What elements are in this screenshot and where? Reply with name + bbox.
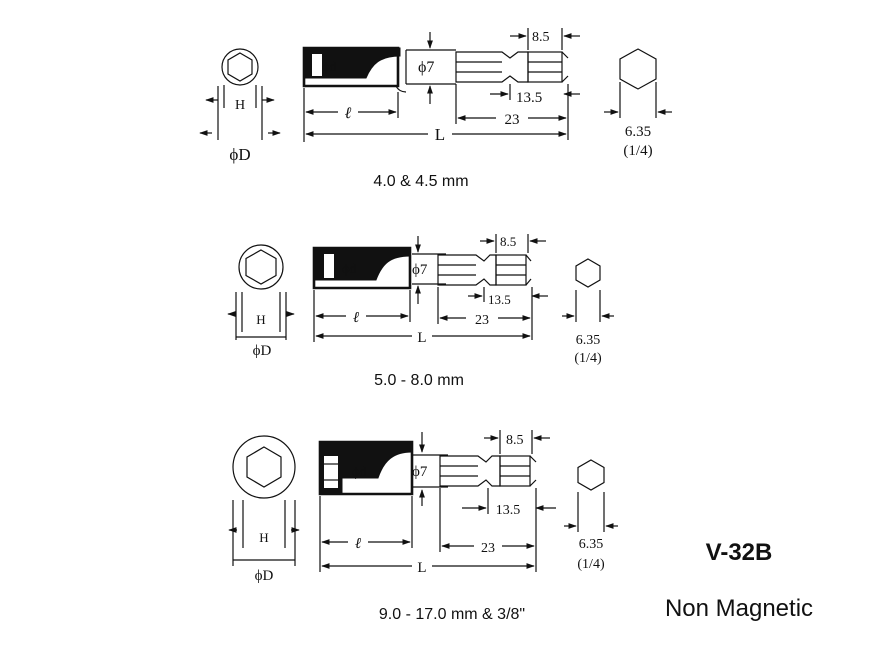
hex-6-35-label: 6.35 — [625, 124, 651, 140]
hex-1-4-label: (1/4) — [577, 557, 605, 572]
hex-1-4-label: (1/4) — [574, 351, 602, 366]
hex-end-view: 6.35 (1/4) — [562, 258, 614, 366]
length-L-label: L — [435, 125, 445, 144]
magnetic-note: Non Magnetic — [665, 595, 813, 622]
dim-13-5-label: 13.5 — [516, 90, 542, 106]
outer-diameter-label: ϕD — [255, 568, 274, 584]
inner-diameter-label: ϕd — [322, 60, 336, 75]
model-number: V-32B — [706, 539, 773, 566]
bit-drawing-small: H ϕD ϕd ϕ7 — [199, 28, 672, 190]
length-L-label: L — [417, 330, 426, 346]
dim-8-5-label: 8.5 — [500, 234, 516, 249]
diameter-7-label: ϕ7 — [412, 464, 428, 480]
outer-diameter-label: ϕD — [253, 343, 272, 359]
diameter-7-label: ϕ7 — [418, 59, 434, 76]
hex-6-35-label: 6.35 — [579, 537, 604, 552]
hex-6-35-label: 6.35 — [576, 333, 601, 348]
side-view: ϕd ϕ7 8.5 13.5 — [302, 28, 580, 144]
diameter-7-label: ϕ7 — [412, 262, 428, 278]
front-view: H ϕD — [227, 244, 295, 359]
caption-medium: 5.0 - 8.0 mm — [374, 372, 464, 389]
caption-small: 4.0 & 4.5 mm — [373, 173, 468, 190]
inner-diameter-label: ϕd — [342, 262, 356, 277]
length-l-label: ℓ — [345, 105, 352, 122]
hex-1-4-label: (1/4) — [623, 143, 652, 159]
hex-end-view: 6.35 (1/4) — [604, 48, 672, 159]
hex-h-label: H — [235, 98, 245, 113]
hex-h-label: H — [259, 530, 268, 545]
dim-13-5-label: 13.5 — [488, 292, 511, 307]
front-view: H ϕD — [228, 435, 300, 584]
caption-large: 9.0 - 17.0 mm & 3/8" — [379, 606, 525, 623]
bit-drawing-large: H ϕD ϕd ϕ7 — [228, 430, 618, 623]
dim-23-label: 23 — [475, 313, 489, 328]
length-l-label: ℓ — [353, 310, 359, 326]
front-view: H ϕD — [199, 48, 281, 164]
dim-23-label: 23 — [481, 541, 495, 556]
dim-8-5-label: 8.5 — [532, 30, 550, 45]
dim-13-5-label: 13.5 — [496, 503, 521, 518]
length-L-label: L — [417, 560, 426, 576]
dim-23-label: 23 — [505, 112, 520, 128]
side-view: ϕd ϕ7 8.5 13.5 — [318, 430, 556, 576]
bit-drawing-medium: H ϕD ϕd ϕ7 8 — [227, 234, 614, 389]
hex-end-view: 6.35 (1/4) — [564, 459, 618, 572]
length-l-label: ℓ — [355, 536, 361, 552]
side-view: ϕd ϕ7 8.5 13.5 — [312, 234, 548, 346]
dim-8-5-label: 8.5 — [506, 433, 524, 448]
inner-diameter-label: ϕd — [352, 465, 366, 480]
outer-diameter-label: ϕD — [229, 145, 250, 164]
hex-h-label: H — [256, 312, 265, 327]
